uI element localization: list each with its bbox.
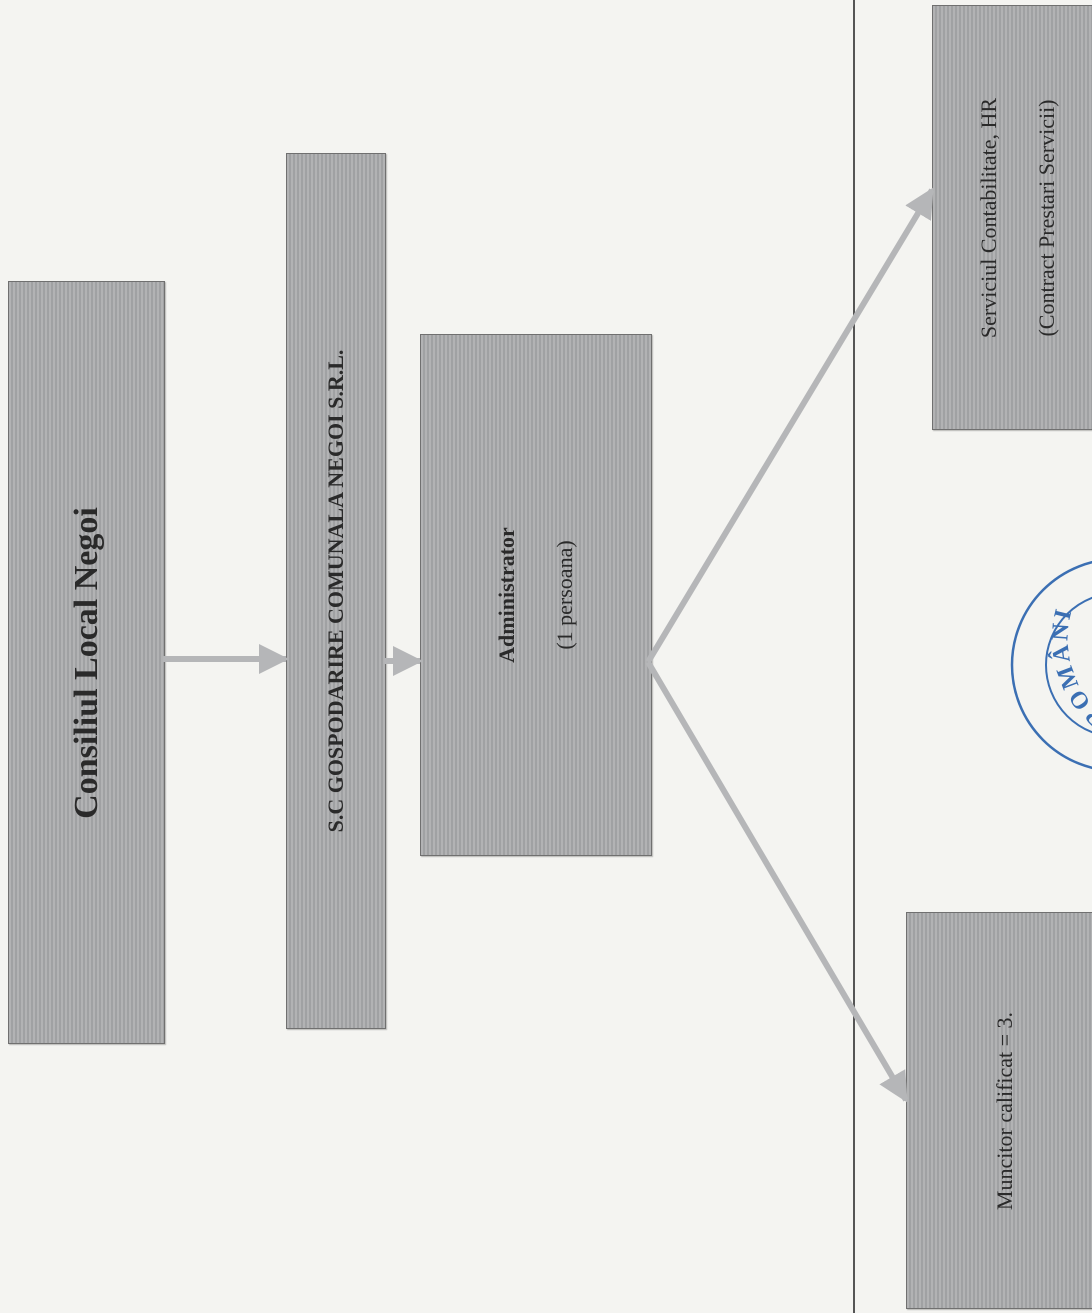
arrow-administrator-to-workers [645,660,909,1103]
council-box: Consiliul Local Negoi [8,281,165,1044]
arrow-administrator-to-accounting [645,187,935,664]
official-stamp: ROMÂNI [1010,560,1092,770]
workers-box: Muncitor calificat = 3. [906,912,1092,1309]
divider-line [853,0,855,1313]
administrator-box: Administrator (1 persoana) [420,334,652,856]
stamp-text: ROMÂNI [1046,604,1092,732]
company-box: S.C GOSPODARIRE COMUNALA NEGOI S.R.L. [286,153,386,1029]
accounting-box: Serviciul Contabilitate, HR (Contract Pr… [932,5,1092,430]
